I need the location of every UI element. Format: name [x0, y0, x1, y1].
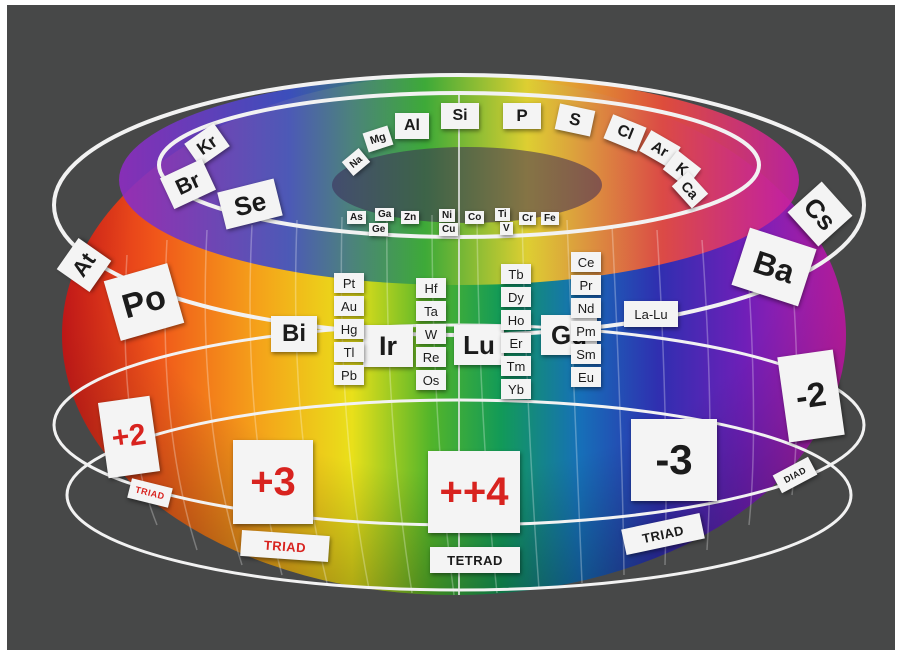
element-label-p: P	[503, 103, 541, 129]
element-label-as: As	[347, 211, 366, 224]
element-label-zn: Zn	[401, 211, 420, 224]
column-hf-os: Hf Ta W Re Os	[416, 278, 446, 390]
group-tag-tetrad: TETRAD	[430, 547, 520, 573]
charge-label-minus3: -3	[631, 419, 717, 501]
element-label-w: W	[416, 324, 446, 344]
column-pt-pb: Pt Au Hg Tl Pb	[334, 273, 364, 385]
element-label-pm: Pm	[571, 321, 601, 341]
element-label-fe: Fe	[541, 212, 559, 225]
element-label-eu: Eu	[571, 367, 601, 387]
charge-label-plus2: +2	[97, 395, 161, 479]
element-label-er: Er	[501, 333, 531, 353]
element-label-yb: Yb	[501, 379, 531, 399]
element-label-ge: Ge	[369, 223, 389, 236]
charge-label-minus2: -2	[777, 349, 845, 443]
element-label-ni: Ni	[439, 209, 455, 222]
element-label-cu: Cu	[439, 223, 459, 236]
column-tb-yb: Tb Dy Ho Er Tm Yb	[501, 264, 531, 399]
charge-label-plus4: ++4	[428, 451, 520, 533]
element-label-tl: Tl	[334, 342, 364, 362]
element-label-pt: Pt	[334, 273, 364, 293]
column-ce-eu: Ce Pr Nd Pm Sm Eu	[571, 252, 601, 387]
element-label-ga: Ga	[375, 208, 395, 221]
element-label-al: Al	[395, 113, 429, 139]
element-label-bi: Bi	[271, 316, 317, 352]
torus-hole	[332, 147, 602, 223]
element-label-os: Os	[416, 370, 446, 390]
element-label-ta: Ta	[416, 301, 446, 321]
element-label-ti: Ti	[495, 208, 510, 221]
element-label-pr: Pr	[571, 275, 601, 295]
element-label-tm: Tm	[501, 356, 531, 376]
element-label-hg: Hg	[334, 319, 364, 339]
element-label-ce: Ce	[571, 252, 601, 272]
element-label-ho: Ho	[501, 310, 531, 330]
element-label-co: Co	[465, 211, 485, 224]
element-label-tb: Tb	[501, 264, 531, 284]
element-label-pb: Pb	[334, 365, 364, 385]
element-label-nd: Nd	[571, 298, 601, 318]
element-label-dy: Dy	[501, 287, 531, 307]
element-label-v: V	[500, 222, 513, 235]
element-label-hf: Hf	[416, 278, 446, 298]
element-label-si: Si	[441, 103, 479, 129]
element-label-au: Au	[334, 296, 364, 316]
element-label-re: Re	[416, 347, 446, 367]
image-frame: Mg Al Si P S Cl Ar K Ca Na Kr Br Se As G…	[7, 5, 895, 650]
element-label-ir: Ir	[363, 325, 413, 367]
charge-label-plus3: +3	[233, 440, 313, 524]
element-label-la-lu: La-Lu	[624, 301, 678, 327]
element-label-lu: Lu	[454, 325, 504, 365]
element-label-sm: Sm	[571, 344, 601, 364]
element-label-cr: Cr	[519, 212, 537, 225]
